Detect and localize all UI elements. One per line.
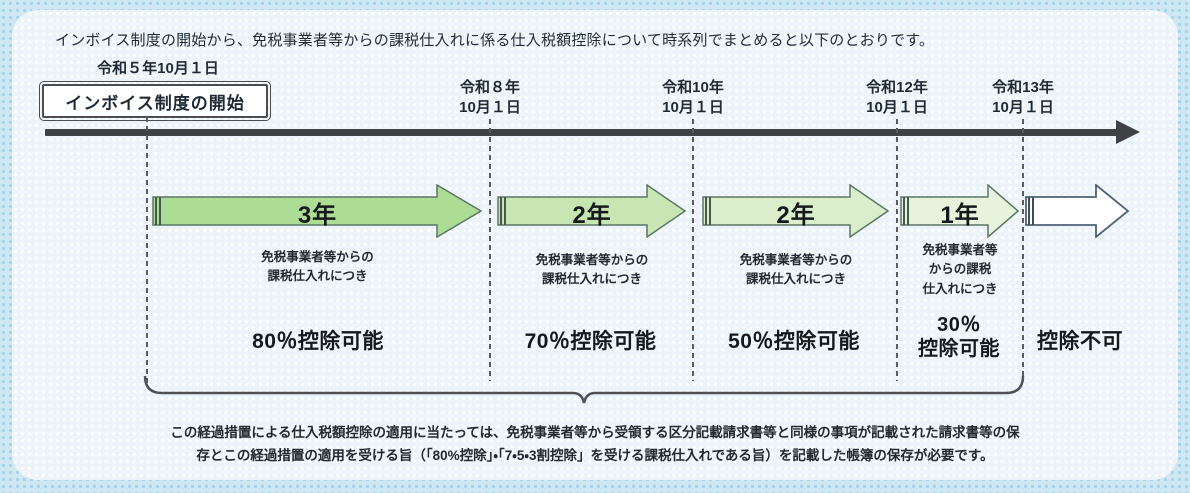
- milestone-year: 令和10年: [662, 79, 724, 96]
- subject-line: 免税事業者等からの: [261, 250, 374, 264]
- milestone-year: 令和８年: [459, 79, 520, 96]
- arrow-shape: [1025, 184, 1130, 238]
- subject-label-4: 免税事業者等 からの課税 仕入れにつき: [885, 241, 1035, 299]
- milestone-day: 10月１日: [662, 99, 724, 117]
- subject-label-1: 免税事業者等からの 課税仕入れにつき: [152, 248, 483, 287]
- subject-line: 課税仕入れにつき: [541, 272, 642, 287]
- dashed-separator-r10: [692, 119, 694, 381]
- arrow-shape: [497, 184, 687, 238]
- dashed-separator-r8: [489, 119, 491, 381]
- period-arrow-3: [702, 184, 890, 238]
- deduction-line: 控除可能: [918, 338, 1000, 360]
- subject-line: 免税事業者等からの: [739, 253, 853, 267]
- arrow-shape: [152, 184, 483, 238]
- intro-text: インボイス制度の開始から、免税事業者等からの課税仕入れに係る仕入税額控除について…: [55, 32, 935, 49]
- milestone-label-4: 令和13年 10月１日: [963, 78, 1083, 119]
- deduction-label-4: 30％ 控除可能: [896, 313, 1022, 361]
- start-event-box: インボイス制度の開始: [39, 81, 271, 121]
- milestone-label-2: 令和10年 10月１日: [633, 78, 753, 119]
- duration-label-3: 2年: [776, 202, 816, 229]
- note-line-2: 存とこの経過措置の適用を受ける旨（「80%控除」・「7・5・3割控除」を受ける課…: [196, 448, 994, 463]
- subject-line: 仕入れにつき: [922, 281, 998, 296]
- start-date-label: 令和５年10月１日: [97, 60, 219, 77]
- note-line-1: この経過措置による仕入税額控除の適用に当たっては、免税事業者等から受領する区分記…: [170, 425, 1020, 440]
- subject-line: からの課税: [928, 262, 992, 277]
- milestone-day: 10月１日: [866, 99, 928, 117]
- arrow-start-band-icon: [705, 197, 711, 225]
- dashed-separator-r13: [1022, 119, 1024, 381]
- dashed-separator-r12: [896, 119, 898, 381]
- arrow-start-band-icon: [1028, 197, 1034, 225]
- timeline-arrowhead-icon: [1116, 120, 1140, 144]
- arrow-start-band-icon: [155, 197, 161, 225]
- subject-line: 免税事業者等: [922, 243, 998, 257]
- duration-label-4: 1年: [940, 202, 980, 229]
- deduction-label-1: 80％控除可能: [252, 330, 384, 353]
- milestone-year: 令和13年: [992, 79, 1054, 96]
- deduction-line: 30％: [937, 314, 981, 336]
- period-arrow-4: [900, 184, 1020, 238]
- milestone-label-3: 令和12年 10月１日: [837, 78, 957, 119]
- milestone-day: 10月１日: [459, 99, 521, 117]
- duration-label-2: 2年: [572, 202, 612, 229]
- subject-line: 課税仕入れにつき: [745, 272, 846, 287]
- period-arrow-5: [1025, 184, 1130, 238]
- duration-label-1: 3年: [297, 202, 338, 229]
- milestone-label-1: 令和８年 10月１日: [430, 78, 550, 119]
- deduction-label-3: 50％控除可能: [728, 330, 860, 353]
- dashed-separator-start: [146, 117, 148, 385]
- milestone-year: 令和12年: [866, 79, 928, 96]
- subject-line: 免税事業者等からの: [535, 253, 649, 267]
- arrow-start-band-icon: [903, 197, 909, 225]
- milestone-day: 10月１日: [992, 99, 1054, 117]
- arrow-shape: [702, 184, 890, 238]
- curly-brace: [143, 375, 1025, 404]
- timeline-axis: [45, 129, 1118, 136]
- arrow-start-band-icon: [500, 197, 506, 225]
- subject-label-3: 免税事業者等からの 課税仕入れにつき: [702, 251, 890, 290]
- deduction-label-2: 70％控除可能: [524, 330, 657, 353]
- subject-line: 課税仕入れにつき: [267, 269, 368, 284]
- arrow-shape: [900, 184, 1020, 238]
- subject-label-2: 免税事業者等からの 課税仕入れにつき: [497, 251, 687, 290]
- period-arrow-2: [497, 184, 687, 238]
- deduction-label-5: 控除不可: [1037, 330, 1123, 353]
- period-arrow-1: [152, 184, 483, 238]
